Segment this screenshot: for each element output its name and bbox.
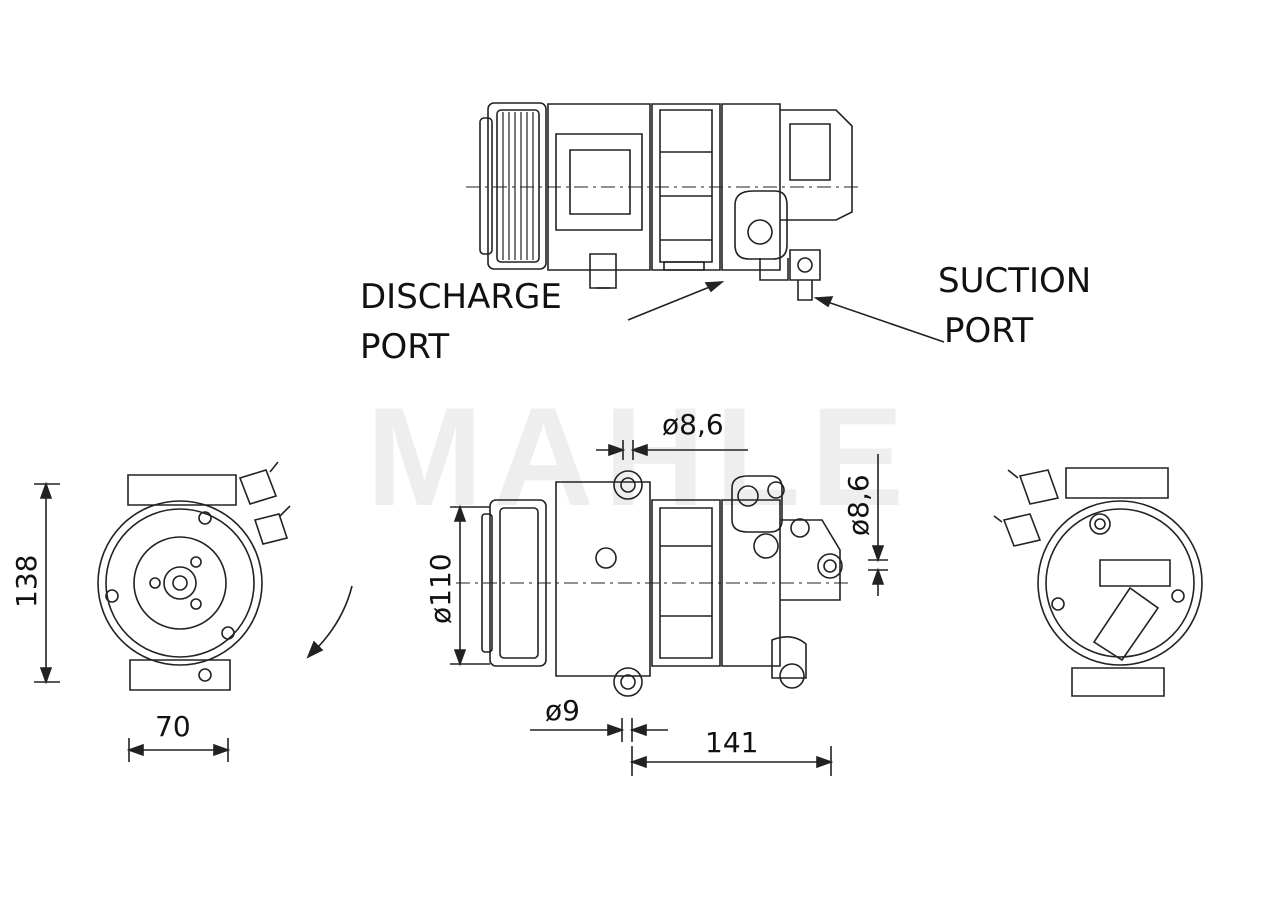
dimension-lines [34,440,888,776]
rear-view [994,468,1202,696]
suction-port-label-line1: SUCTION [938,261,1092,301]
suction-port-label-line2: PORT [944,311,1034,351]
dimension-hole-side: ø8,6 [842,474,875,536]
top-view [466,103,862,300]
dimension-length-141: 141 [705,726,759,759]
dimension-height-138: 138 [10,554,43,608]
rotation-arrow [308,586,352,657]
dimension-pulley-diameter: ø110 [424,553,457,624]
dimension-hole-top: ø8,6 [662,408,724,441]
mahle-watermark: MAHLE [366,378,914,535]
side-view [456,471,852,696]
discharge-port-label-line2: PORT [360,327,450,367]
watermark-text: MAHLE [366,378,914,535]
dimension-hole-bottom: ø9 [545,694,580,727]
front-view [98,462,290,690]
dimension-width-70: 70 [155,710,191,743]
port-leaders [628,282,944,342]
discharge-port-label-line1: DISCHARGE [360,277,562,317]
